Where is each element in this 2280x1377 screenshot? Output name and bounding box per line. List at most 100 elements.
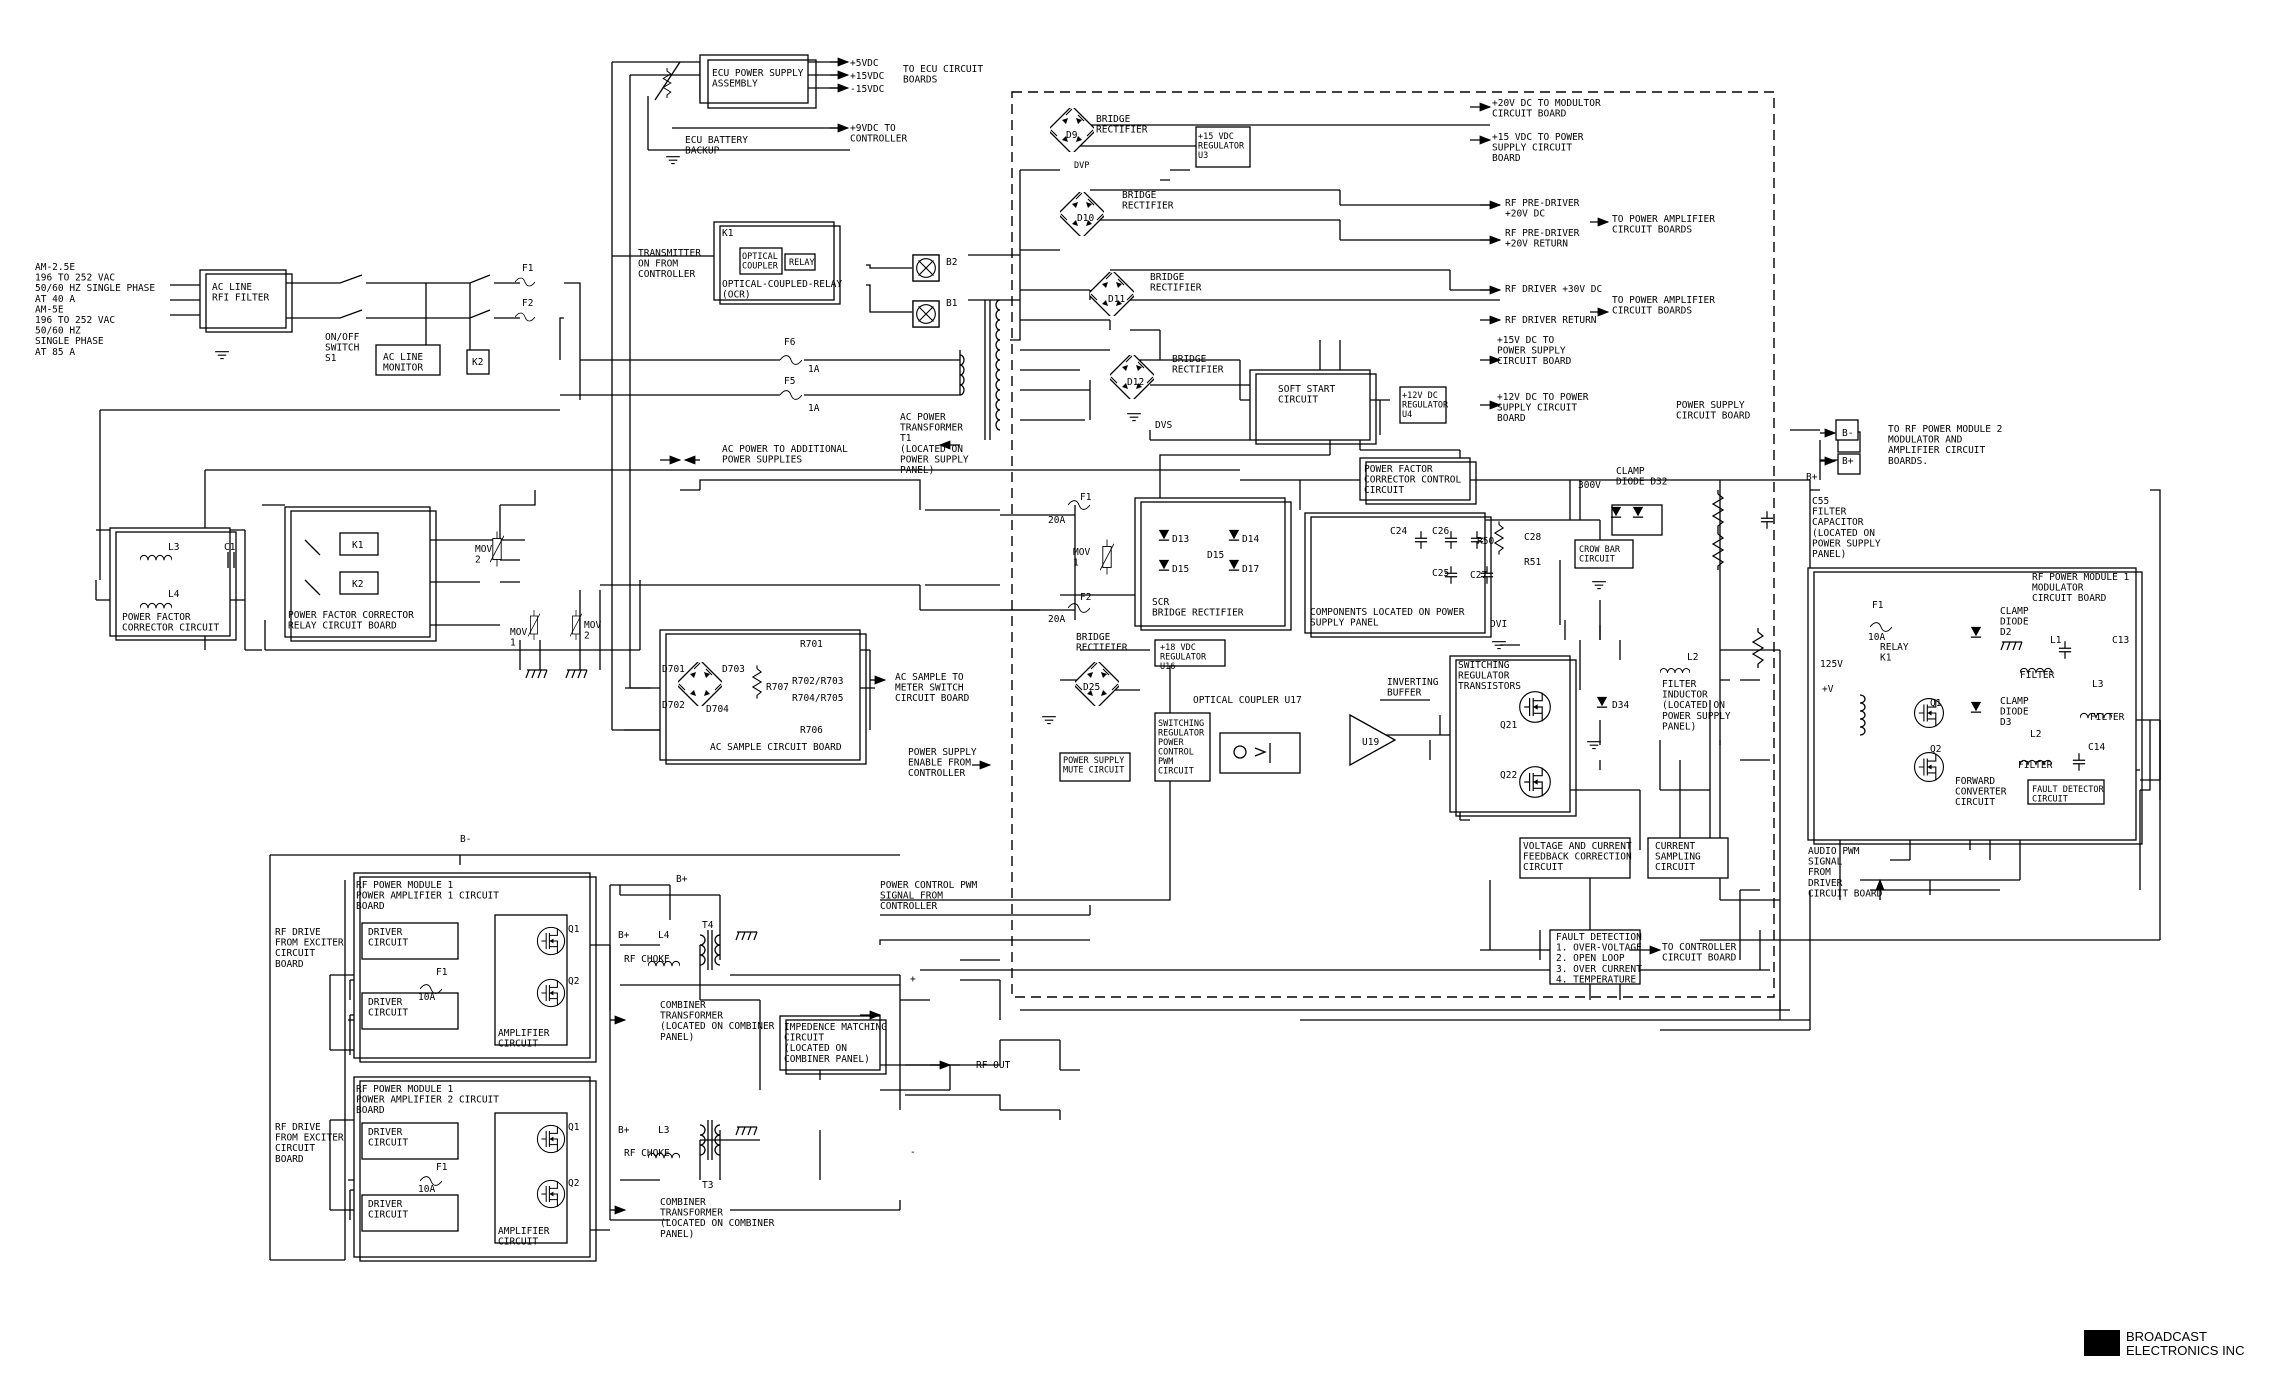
supply-f1-rating: 20A bbox=[1048, 515, 1065, 526]
pfc-c1-label: C1 bbox=[224, 542, 236, 553]
fuse-f5-rating: 1A bbox=[808, 403, 820, 414]
q21-label: Q21 bbox=[1500, 720, 1517, 731]
q22-label: Q22 bbox=[1500, 770, 1517, 781]
rf-pre-driver-return-label: RF PRE-DRIVER+20V RETURN bbox=[1505, 228, 1580, 250]
rf-driver-return-label: RF DRIVER RETURN bbox=[1505, 315, 1597, 326]
pa-l3-label: L3 bbox=[658, 1125, 669, 1136]
rf-driver-label: RF DRIVER +30V DC bbox=[1505, 284, 1602, 295]
mod-l3-label: L3 bbox=[2092, 679, 2103, 690]
t4-label: T4 bbox=[702, 920, 714, 931]
ac-sample-board-label: AC SAMPLE CIRCUIT BOARD bbox=[710, 742, 842, 753]
dvs-label: DVS bbox=[1155, 420, 1172, 431]
l2-label: L2 bbox=[1687, 652, 1698, 663]
opto-label: OPTICAL COUPLER U17 bbox=[1193, 695, 1302, 706]
c24-label: C24 bbox=[1390, 526, 1407, 537]
d15-label: D15 bbox=[1207, 550, 1224, 561]
pa1-q2-label: Q2 bbox=[568, 976, 579, 987]
d703-label: D703 bbox=[722, 664, 745, 675]
v300-label: 300V bbox=[1578, 480, 1601, 491]
d702-label: D702 bbox=[662, 700, 685, 711]
mod-filter1-label: FILTER bbox=[2020, 670, 2055, 681]
arrows bbox=[610, 57, 1885, 1215]
mod-l2-label: L2 bbox=[2030, 729, 2041, 740]
r707-label: R707 bbox=[766, 682, 789, 693]
pa-plus-1: + bbox=[910, 974, 916, 985]
pfc-relay-k2: K2 bbox=[352, 579, 363, 590]
pa-minus-1: - bbox=[910, 1147, 916, 1158]
symbols bbox=[140, 61, 2112, 1209]
mod-filter2-label: FILTER bbox=[2018, 760, 2053, 771]
fan-b2-label: B2 bbox=[946, 257, 957, 268]
pa-bplus-label: B+ bbox=[676, 874, 688, 885]
r706-label: R706 bbox=[800, 725, 823, 736]
pa1-bplus-label: B+ bbox=[618, 930, 630, 941]
logo-mark: BE bbox=[2088, 1332, 2115, 1357]
d12-label: D12 bbox=[1127, 377, 1144, 388]
ecu-output-15v: +15VDC bbox=[850, 71, 884, 82]
fuse-f6-rating: 1A bbox=[808, 364, 820, 375]
fuse-f2-label: F2 bbox=[522, 298, 533, 309]
r50-label: R50 bbox=[1477, 536, 1494, 547]
power-supply-panel-outline bbox=[1011, 91, 1775, 998]
fuse-f1-label: F1 bbox=[522, 263, 534, 274]
fan-b1-label: B1 bbox=[946, 298, 958, 309]
pfc-relay-k1: K1 bbox=[352, 540, 364, 551]
logo-line1: BROADCAST bbox=[2126, 1329, 2207, 1344]
d15b-label: D15 bbox=[1172, 564, 1189, 575]
pa2-f1-label: F1 bbox=[436, 1162, 448, 1173]
supply-f2-label: F2 bbox=[1080, 592, 1091, 603]
pa2-f1-rating: 10A bbox=[418, 1184, 435, 1195]
c28-label: C28 bbox=[1524, 532, 1541, 543]
d25-label: D25 bbox=[1083, 682, 1100, 693]
c26-label: C26 bbox=[1432, 526, 1449, 537]
pa2-q2-label: Q2 bbox=[568, 1178, 579, 1189]
r704-label: R704/R705 bbox=[792, 693, 843, 704]
supply-f1-label: F1 bbox=[1080, 492, 1092, 503]
d704-label: D704 bbox=[706, 704, 729, 715]
mod-filter3-label: FILTER bbox=[2090, 712, 2125, 723]
d11-label: D11 bbox=[1108, 294, 1125, 305]
supply-bplus-label: B+ bbox=[1806, 472, 1818, 483]
ocr-label: OPTICAL-COUPLED-RELAY(OCR) bbox=[722, 279, 842, 301]
